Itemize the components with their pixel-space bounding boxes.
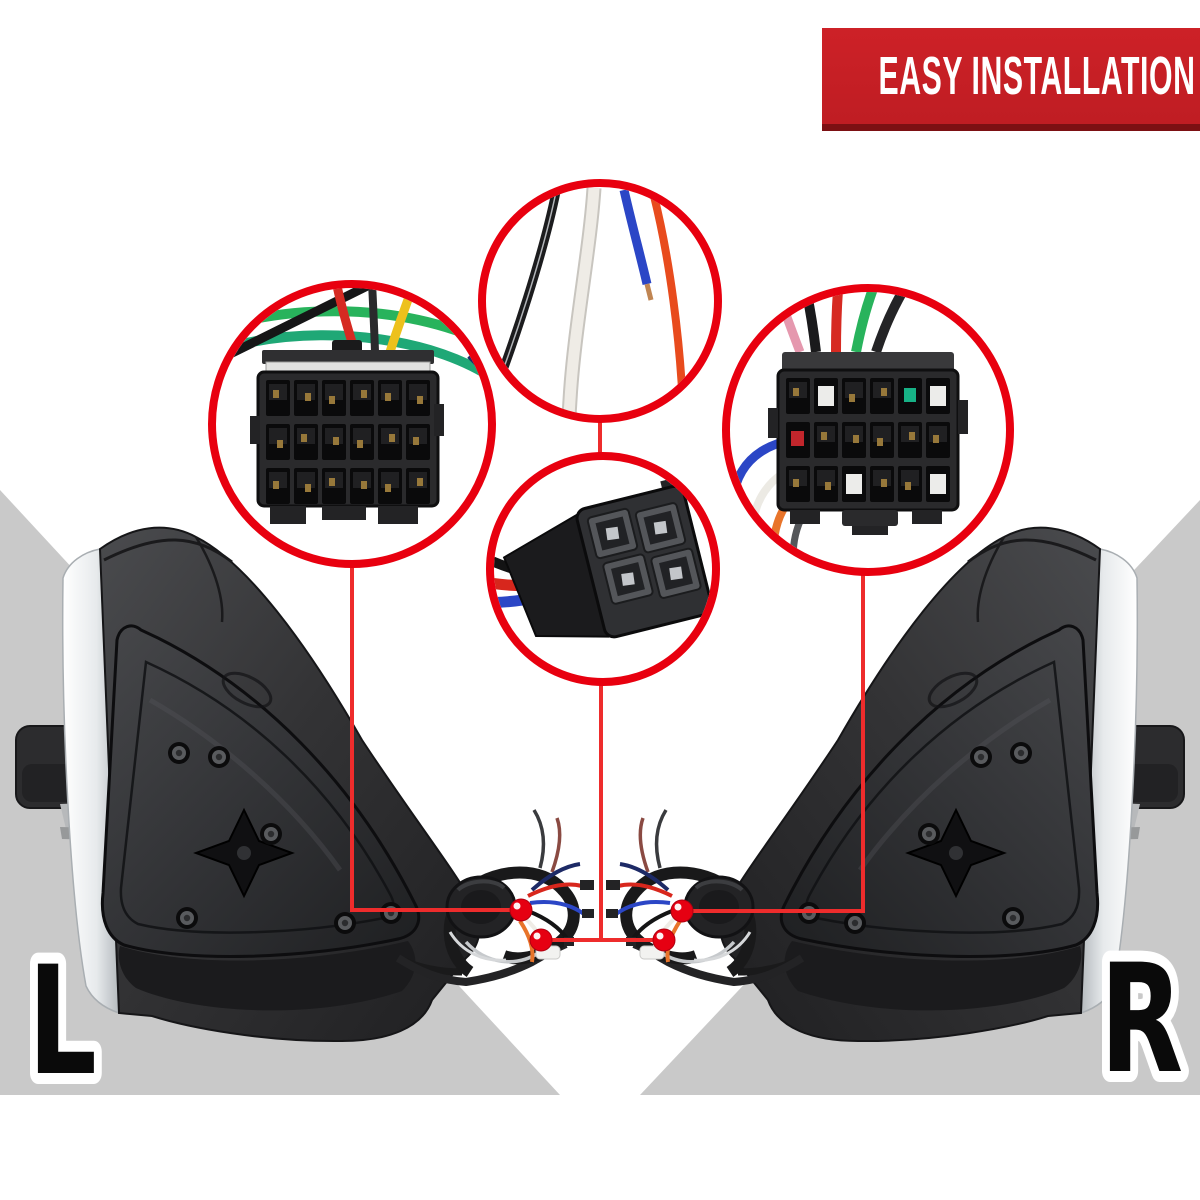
easy-installation-banner: EASY INSTALLATION — [822, 28, 1200, 131]
banner-label: EASY INSTALLATION — [878, 46, 1196, 106]
callout-4pin-connector — [486, 452, 720, 686]
marker-right: R — [1100, 932, 1183, 1106]
callout-right-connector — [722, 284, 1014, 576]
callout-ring — [722, 284, 1014, 576]
callout-ring — [486, 452, 720, 686]
wire-tap-points — [509, 898, 694, 952]
4-pin-connector-icon — [494, 474, 712, 639]
18-pin-connector-right-icon — [730, 292, 968, 568]
callout-ring — [208, 280, 496, 568]
callout-left-connector — [208, 280, 496, 568]
callout-leader-lines — [350, 419, 865, 942]
callout-bare-wires — [478, 179, 722, 423]
callout-ring — [478, 179, 722, 423]
marker-left: L — [28, 934, 97, 1108]
